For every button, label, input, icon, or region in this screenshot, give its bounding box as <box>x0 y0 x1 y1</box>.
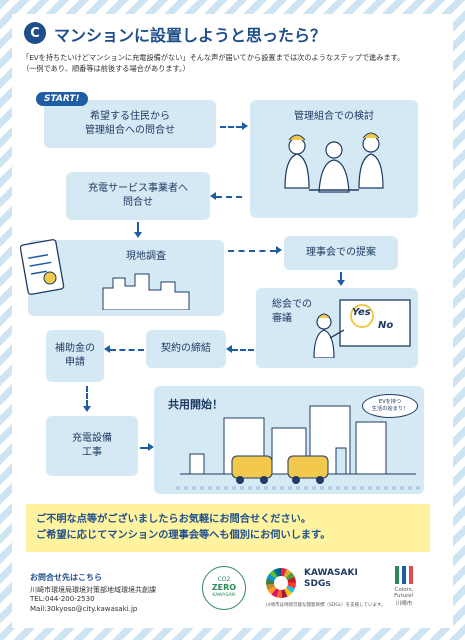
arrow-down-icon <box>134 232 142 238</box>
step-board-proposal-label: 理事会での提案 <box>306 247 376 258</box>
board-no-text: No <box>378 320 394 331</box>
arrow-line <box>110 349 144 351</box>
step-board-proposal: 理事会での提案 <box>284 236 398 270</box>
step-contact-provider-line-1: 充電サービス事業者へ <box>88 183 188 194</box>
co2-zero-logo-line-3: KAWASAKI <box>212 593 236 598</box>
arrow-down-icon <box>83 406 91 412</box>
arrow-line <box>340 272 342 280</box>
colors-future-slogan: Colors, Future! <box>394 587 414 599</box>
speech-bubble-line-2: 生活の始まり！ <box>371 406 409 412</box>
speech-bubble-line-1: EVを持つ <box>378 399 402 405</box>
step-general-meeting-line-2: 審議 <box>272 313 292 324</box>
step-contract: 契約の締結 <box>146 330 226 368</box>
co2-zero-logo-line-1: CO2 <box>217 576 231 583</box>
arrow-line <box>220 126 242 128</box>
colors-future-city: 川崎市 <box>395 601 413 607</box>
step-association-review-label: 管理組合での検討 <box>294 111 374 122</box>
contact-heading: お問合せ先はこちら <box>30 573 102 582</box>
step-general-meeting-line-1: 総会での <box>272 299 312 310</box>
kawasaki-sdgs-logo: KAWASAKI SDGs <box>304 568 358 590</box>
colors-future-logo: Colors, Future! 川崎市 <box>384 566 424 607</box>
arrow-right-icon <box>242 122 248 130</box>
step-installation-work: 充電設備 工事 <box>46 416 138 476</box>
step-contact-provider-line-2: 問合せ <box>123 197 153 208</box>
arrow-down-icon <box>337 280 345 286</box>
kawasaki-sdgs-logo-line-2: SDGs <box>304 579 331 589</box>
colors-future-bars-icon <box>384 566 424 584</box>
intro-line-1: 「EVを持ちたいけどマンションに充電設備がない」そんな声が届いてから設置までは次… <box>22 53 405 62</box>
step-contact-provider: 充電サービス事業者へ 問合せ <box>66 172 210 220</box>
step-installation-work-line-1: 充電設備 <box>72 433 112 444</box>
step-subsidy-application-line-2: 申請 <box>65 357 85 368</box>
step-site-survey-label: 現地調査 <box>126 251 166 262</box>
co2-zero-logo-line-2: ZERO <box>211 583 237 592</box>
arrow-line <box>232 349 254 351</box>
notice-line-1: ご不明な点等がございましたらお気軽にお問合せください。 <box>36 514 312 525</box>
arrow-line <box>216 196 242 198</box>
arrow-line <box>140 447 148 449</box>
speech-bubble: EVを持つ 生活の始まり！ <box>362 394 418 418</box>
start-badge: START! <box>36 92 88 106</box>
step-subsidy-application: 補助金の 申請 <box>46 330 104 382</box>
section-badge: C <box>24 22 46 44</box>
arrow-left-icon <box>104 345 110 353</box>
step-subsidy-application-line-1: 補助金の <box>55 343 95 354</box>
buildings-silhouette-illustration <box>102 273 190 310</box>
notice-banner: ご不明な点等がございましたらお気軽にお問合せください。 ご希望に応じてマンション… <box>26 504 430 552</box>
intro-line-2: （一例であり、順番等は前後する場合があります。） <box>22 64 190 73</box>
arrow-line <box>228 250 276 252</box>
step-installation-work-line-2: 工事 <box>82 447 102 458</box>
board-yes-text: Yes <box>352 307 371 318</box>
sdgs-wheel-icon <box>266 568 296 598</box>
step-resident-inquiry-line-1: 希望する住民から <box>90 111 170 122</box>
page-title: マンションに設置しようと思ったら？ <box>54 26 327 45</box>
whiteboard-presenter-illustration <box>313 299 411 358</box>
ev-charging-scene-illustration <box>176 405 420 490</box>
contact-tel[interactable]: TEL:044-200-2530 <box>30 595 95 603</box>
notice-line-2: ご希望に応じてマンションの理事会等へも個別にお伺いします。 <box>36 530 331 541</box>
step-shared-use-start-label: 共用開始！ <box>168 398 223 411</box>
arrow-line <box>137 222 139 232</box>
arrow-left-icon <box>226 345 232 353</box>
clipboard-icon <box>20 239 65 295</box>
contact-department: 川崎市環境局環境対策部地域環境共創課 <box>30 586 156 594</box>
step-association-review: 管理組合での検討 <box>250 100 418 218</box>
sdgs-caption: 川崎市は持続可能な開発目標（SDGs）を支援しています。 <box>266 603 386 608</box>
arrow-right-icon <box>148 443 154 451</box>
contact-mail[interactable]: Mail:30kyoso@city.kawasaki.jp <box>30 605 138 613</box>
intro-text: 「EVを持ちたいけどマンションに充電設備がない」そんな声が届いてから設置までは次… <box>22 52 422 74</box>
meeting-people-illustration <box>284 132 384 193</box>
kawasaki-sdgs-logo-line-1: KAWASAKI <box>304 568 358 578</box>
arrow-right-icon <box>276 246 282 254</box>
step-resident-inquiry-line-2: 管理組合への問合せ <box>85 125 175 136</box>
arrow-line <box>86 386 88 406</box>
step-resident-inquiry: 希望する住民から 管理組合への問合せ <box>44 100 216 148</box>
arrow-left-icon <box>210 192 216 200</box>
step-contract-label: 契約の締結 <box>161 343 211 354</box>
co2-zero-logo: CO2 ZERO KAWASAKI <box>202 566 246 610</box>
